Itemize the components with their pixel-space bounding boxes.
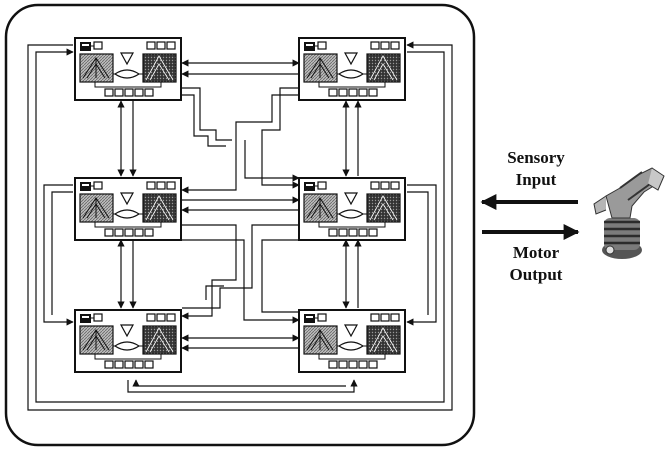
module-block-middle-left-icon [75, 178, 181, 240]
module-block-top-left-icon [75, 38, 181, 100]
module-block-middle-right-icon [299, 178, 405, 240]
sensory-input-label-line2: Input [516, 170, 557, 189]
sensory-input-label-line1: Sensory [507, 148, 565, 167]
motor-output-label-line2: Output [510, 265, 563, 284]
module-block-top-right-icon [299, 38, 405, 100]
robot-arm-icon [594, 168, 664, 259]
module-block-bottom-right-icon [299, 310, 405, 372]
motor-output-label-line1: Motor [513, 243, 560, 262]
module-block-bottom-left-icon [75, 310, 181, 372]
